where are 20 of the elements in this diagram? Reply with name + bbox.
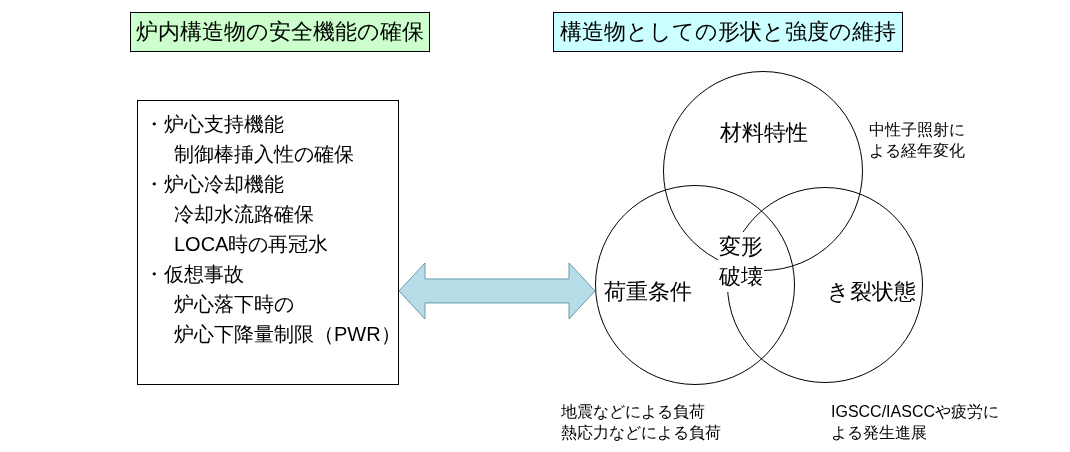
list-item: LOCA時の再冠水 xyxy=(173,232,329,257)
list-item: ・仮想事故 xyxy=(144,262,244,287)
list-item: 炉心下降量制限（PWR） xyxy=(173,322,401,347)
list-box xyxy=(137,100,399,385)
heading-box: 構造物としての形状と強度の維持 xyxy=(553,12,903,52)
list-item: 炉心落下時の xyxy=(173,292,294,317)
heading-box: 炉内構造物の安全機能の確保 xyxy=(130,12,430,52)
list-item: ・炉心冷却機能 xyxy=(144,172,284,197)
note-text: 中性子照射による経年変化 xyxy=(869,120,966,161)
note-text: IGSCC/IASCCや疲労による発生進展 xyxy=(831,402,1000,443)
circle-label: 材料特性 xyxy=(720,119,808,147)
circle-label: き裂状態 xyxy=(827,278,916,306)
center-label: 変形破壊 xyxy=(718,232,764,292)
list-item: 冷却水流路確保 xyxy=(173,202,314,227)
note-text: 熱応力などによる負荷 xyxy=(561,423,722,443)
note-text: 地震などによる負荷 xyxy=(561,402,706,422)
list-item: ・炉心支持機能 xyxy=(144,112,284,137)
double-arrow xyxy=(398,262,596,320)
list-item: 制御棒挿入性の確保 xyxy=(173,142,354,167)
circle-label: 荷重条件 xyxy=(604,278,692,306)
